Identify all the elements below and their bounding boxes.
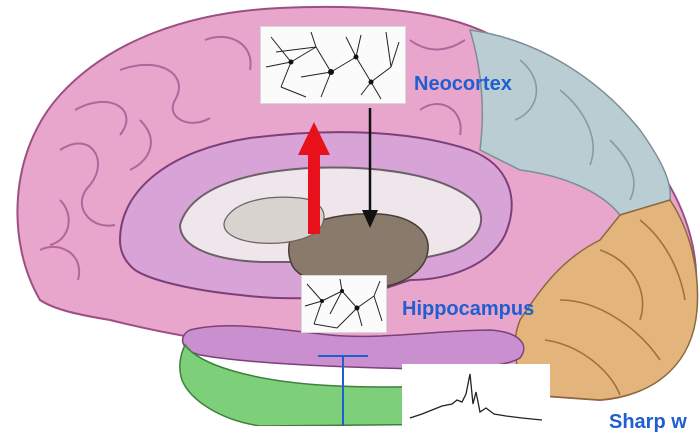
sharp-wave-trace: [402, 364, 550, 426]
neuron-network-icon: [261, 27, 405, 103]
neuron-network-icon: [302, 276, 386, 332]
neocortex-label: Neocortex: [414, 73, 512, 96]
hippocampus-label: Hippocampus: [402, 298, 534, 321]
waveform-icon: [402, 364, 550, 426]
neocortex-neuron-image: [260, 26, 406, 104]
hippocampus-neuron-image: [301, 275, 387, 333]
sharp-wave-label: Sharp w: [609, 411, 687, 434]
